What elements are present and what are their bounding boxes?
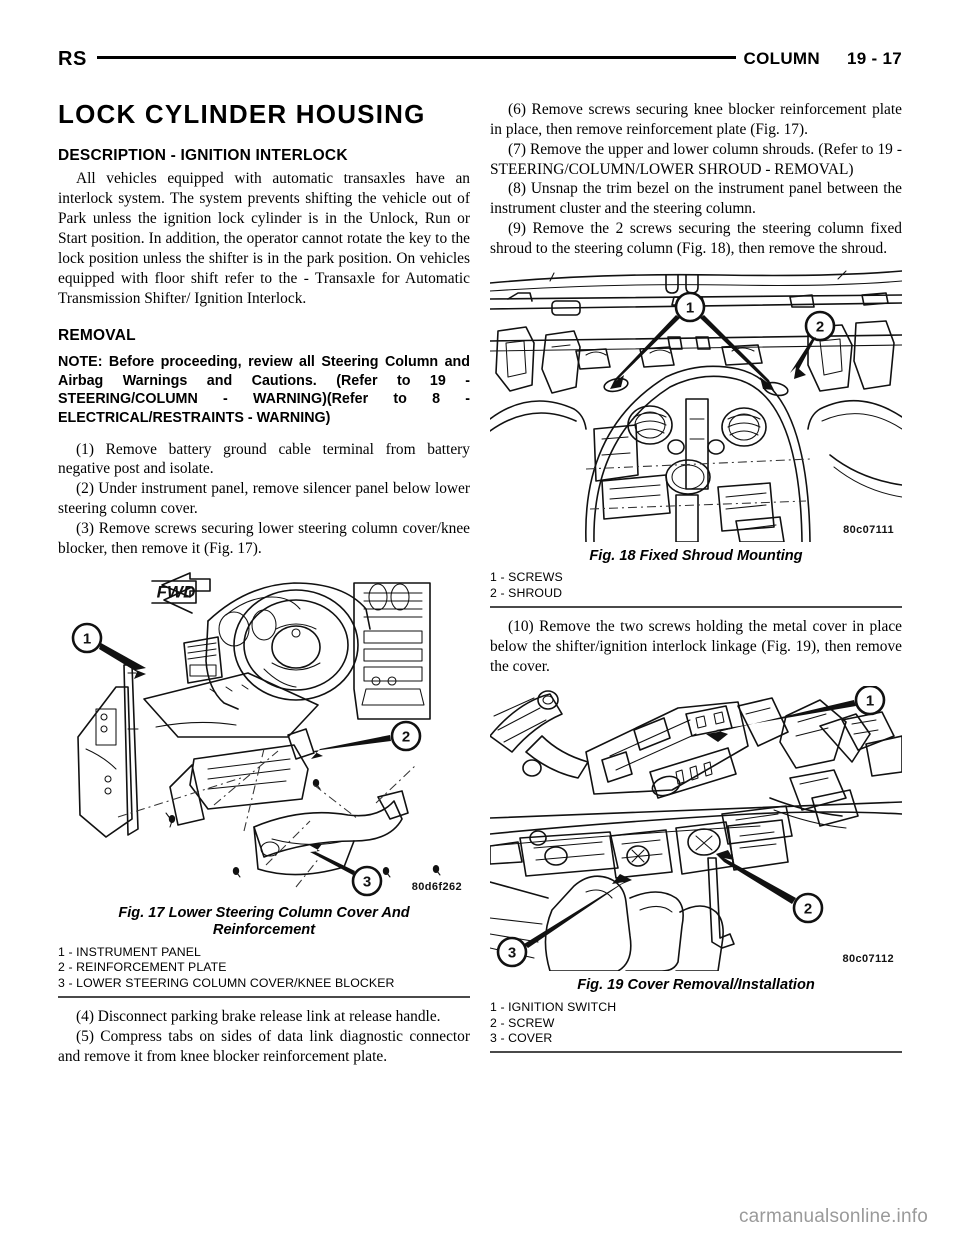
svg-text:1: 1: [686, 299, 694, 316]
metal-cover: [490, 819, 789, 950]
page-title: LOCK CYLINDER HOUSING: [58, 99, 426, 129]
site-watermark: carmanualsonline.info: [738, 1206, 928, 1227]
figure-17-rule: [58, 995, 470, 998]
callout-2: 2: [790, 310, 836, 379]
center-vent: [183, 635, 223, 684]
step-7: (7) Remove the upper and lower column sh…: [490, 140, 902, 178]
header-page-number: 19 - 17: [846, 49, 902, 68]
step-4: (4) Disconnect parking brake release lin…: [76, 1007, 441, 1025]
removal-note: NOTE: Before proceeding, review all Stee…: [58, 354, 470, 426]
step-9: (9) Remove the 2 screws securing the ste…: [490, 220, 902, 258]
step-3: (3) Remove screws securing lower steerin…: [58, 519, 470, 557]
reinforcement-plate: [169, 727, 315, 826]
panel-structure-left: [77, 663, 139, 838]
step-8: (8) Unsnap the trim bezel on the instrum…: [490, 180, 902, 218]
figure-18-legend: 1 - SCREWS 2 - SHROUD: [490, 570, 902, 601]
figure-19-drawing: 1 2 3: [490, 686, 902, 972]
figure-18-drawing-code: 80c07111: [843, 523, 894, 536]
legend-item: 1 - IGNITION SWITCH: [490, 999, 617, 1014]
fixed-shroud: [585, 365, 811, 542]
step-6: (6) Remove screws securing knee blocker …: [490, 101, 902, 138]
callout-3: 3: [496, 874, 632, 968]
running-header: RS COLUMN 19 - 17: [58, 42, 902, 76]
right-components: [769, 699, 902, 829]
header-right: COLUMN 19 - 17: [744, 49, 902, 69]
figure-17-caption: Fig. 17 Lower Steering Column Cover And …: [58, 905, 470, 940]
step-5: (5) Compress tabs on sides of data link …: [58, 1027, 470, 1065]
svg-text:3: 3: [508, 945, 516, 962]
cross-structure: [490, 334, 902, 370]
figure-18-frame: 1 2 80c07111: [490, 268, 902, 542]
figure-19: 1 2 3 80c07112 Fig. 19 Co: [490, 686, 902, 1054]
figure-17-drawing: FWD: [71, 571, 441, 897]
figure-17-legend: 1 - INSTRUMENT PANEL 2 - REINFORCEMENT P…: [58, 945, 470, 992]
figure-18-drawing: 1 2: [490, 270, 902, 542]
callout-2: 2: [716, 850, 824, 924]
figure-17-caption-line1: Fig. 17 Lower Steering Column Cover And: [118, 904, 410, 921]
svg-text:2: 2: [804, 901, 812, 918]
callout-1: 1: [71, 622, 146, 679]
heading-description: DESCRIPTION - IGNITION INTERLOCK: [58, 146, 348, 164]
steering-wheel: [233, 588, 359, 701]
interlock-linkage: [585, 697, 789, 800]
svg-text:3: 3: [363, 873, 371, 890]
upper-structure: [490, 690, 589, 780]
figure-17: FWD: [58, 568, 470, 998]
figure-19-drawing-code: 80c07112: [842, 953, 894, 966]
figure-17-frame: FWD: [58, 568, 470, 899]
legend-item: 2 - SHROUD: [490, 586, 563, 601]
legend-item: 2 - REINFORCEMENT PLATE: [58, 960, 227, 975]
figure-19-legend: 1 - IGNITION SWITCH 2 - SCREW 3 - COVER: [490, 1000, 902, 1047]
figure-19-frame: 1 2 3 80c07112: [490, 686, 902, 972]
fwd-arrow-icon: FWD: [151, 571, 211, 614]
svg-text:2: 2: [402, 728, 410, 745]
svg-text:1: 1: [866, 693, 874, 710]
figure-17-drawing-code: 80d6f262: [411, 880, 462, 893]
legend-item: 1 - INSTRUMENT PANEL: [58, 944, 201, 959]
dash-crossmember: [143, 671, 319, 738]
header-rule: [96, 56, 736, 59]
step-10: (10) Remove the two screws holding the m…: [490, 617, 902, 675]
wiring-swoops: [490, 399, 902, 498]
legend-item: 3 - COVER: [490, 1031, 553, 1046]
figure-18: 1 2 80c07111 Fig. 18 Fixed Shroud Mounti…: [490, 268, 902, 608]
figure-17-caption-line2: Reinforcement: [212, 922, 316, 939]
legend-item: 2 - SCREW: [490, 1015, 555, 1030]
right-column: (6) Remove screws securing knee blocker …: [490, 100, 902, 1062]
header-section-title: COLUMN: [743, 49, 820, 68]
svg-text:1: 1: [83, 630, 91, 647]
header-left-code: RS: [58, 47, 87, 70]
column-internals: [585, 398, 811, 542]
legend-item: 1 - SCREWS: [490, 570, 563, 585]
dash-right-stack: [353, 581, 431, 720]
lower-beam: [490, 801, 902, 847]
panel-brackets: [495, 320, 895, 394]
figure-18-rule: [490, 605, 902, 608]
heading-removal: REMOVAL: [58, 327, 136, 345]
legend-item: 3 - LOWER STEERING COLUMN COVER/KNEE BLO…: [58, 976, 395, 991]
description-paragraph: All vehicles equipped with automatic tra…: [58, 170, 470, 307]
svg-text:2: 2: [816, 318, 824, 335]
callout-1: 1: [610, 291, 774, 390]
callout-3: 3: [309, 843, 383, 897]
figure-18-caption: Fig. 18 Fixed Shroud Mounting: [589, 547, 803, 564]
hand: [544, 875, 724, 972]
callout-1: 1: [706, 686, 886, 743]
left-column: LOCK CYLINDER HOUSING DESCRIPTION - IGNI…: [58, 100, 470, 1066]
callout-2: 2: [311, 720, 422, 759]
figure-19-caption: Fig. 19 Cover Removal/Installation: [577, 977, 815, 994]
step-1: (1) Remove battery ground cable terminal…: [58, 440, 470, 478]
svg-text:FWD: FWD: [157, 582, 196, 601]
step-2: (2) Under instrument panel, remove silen…: [58, 480, 470, 518]
assembly-guide-lines: [117, 748, 417, 888]
figure-19-rule: [490, 1051, 902, 1054]
